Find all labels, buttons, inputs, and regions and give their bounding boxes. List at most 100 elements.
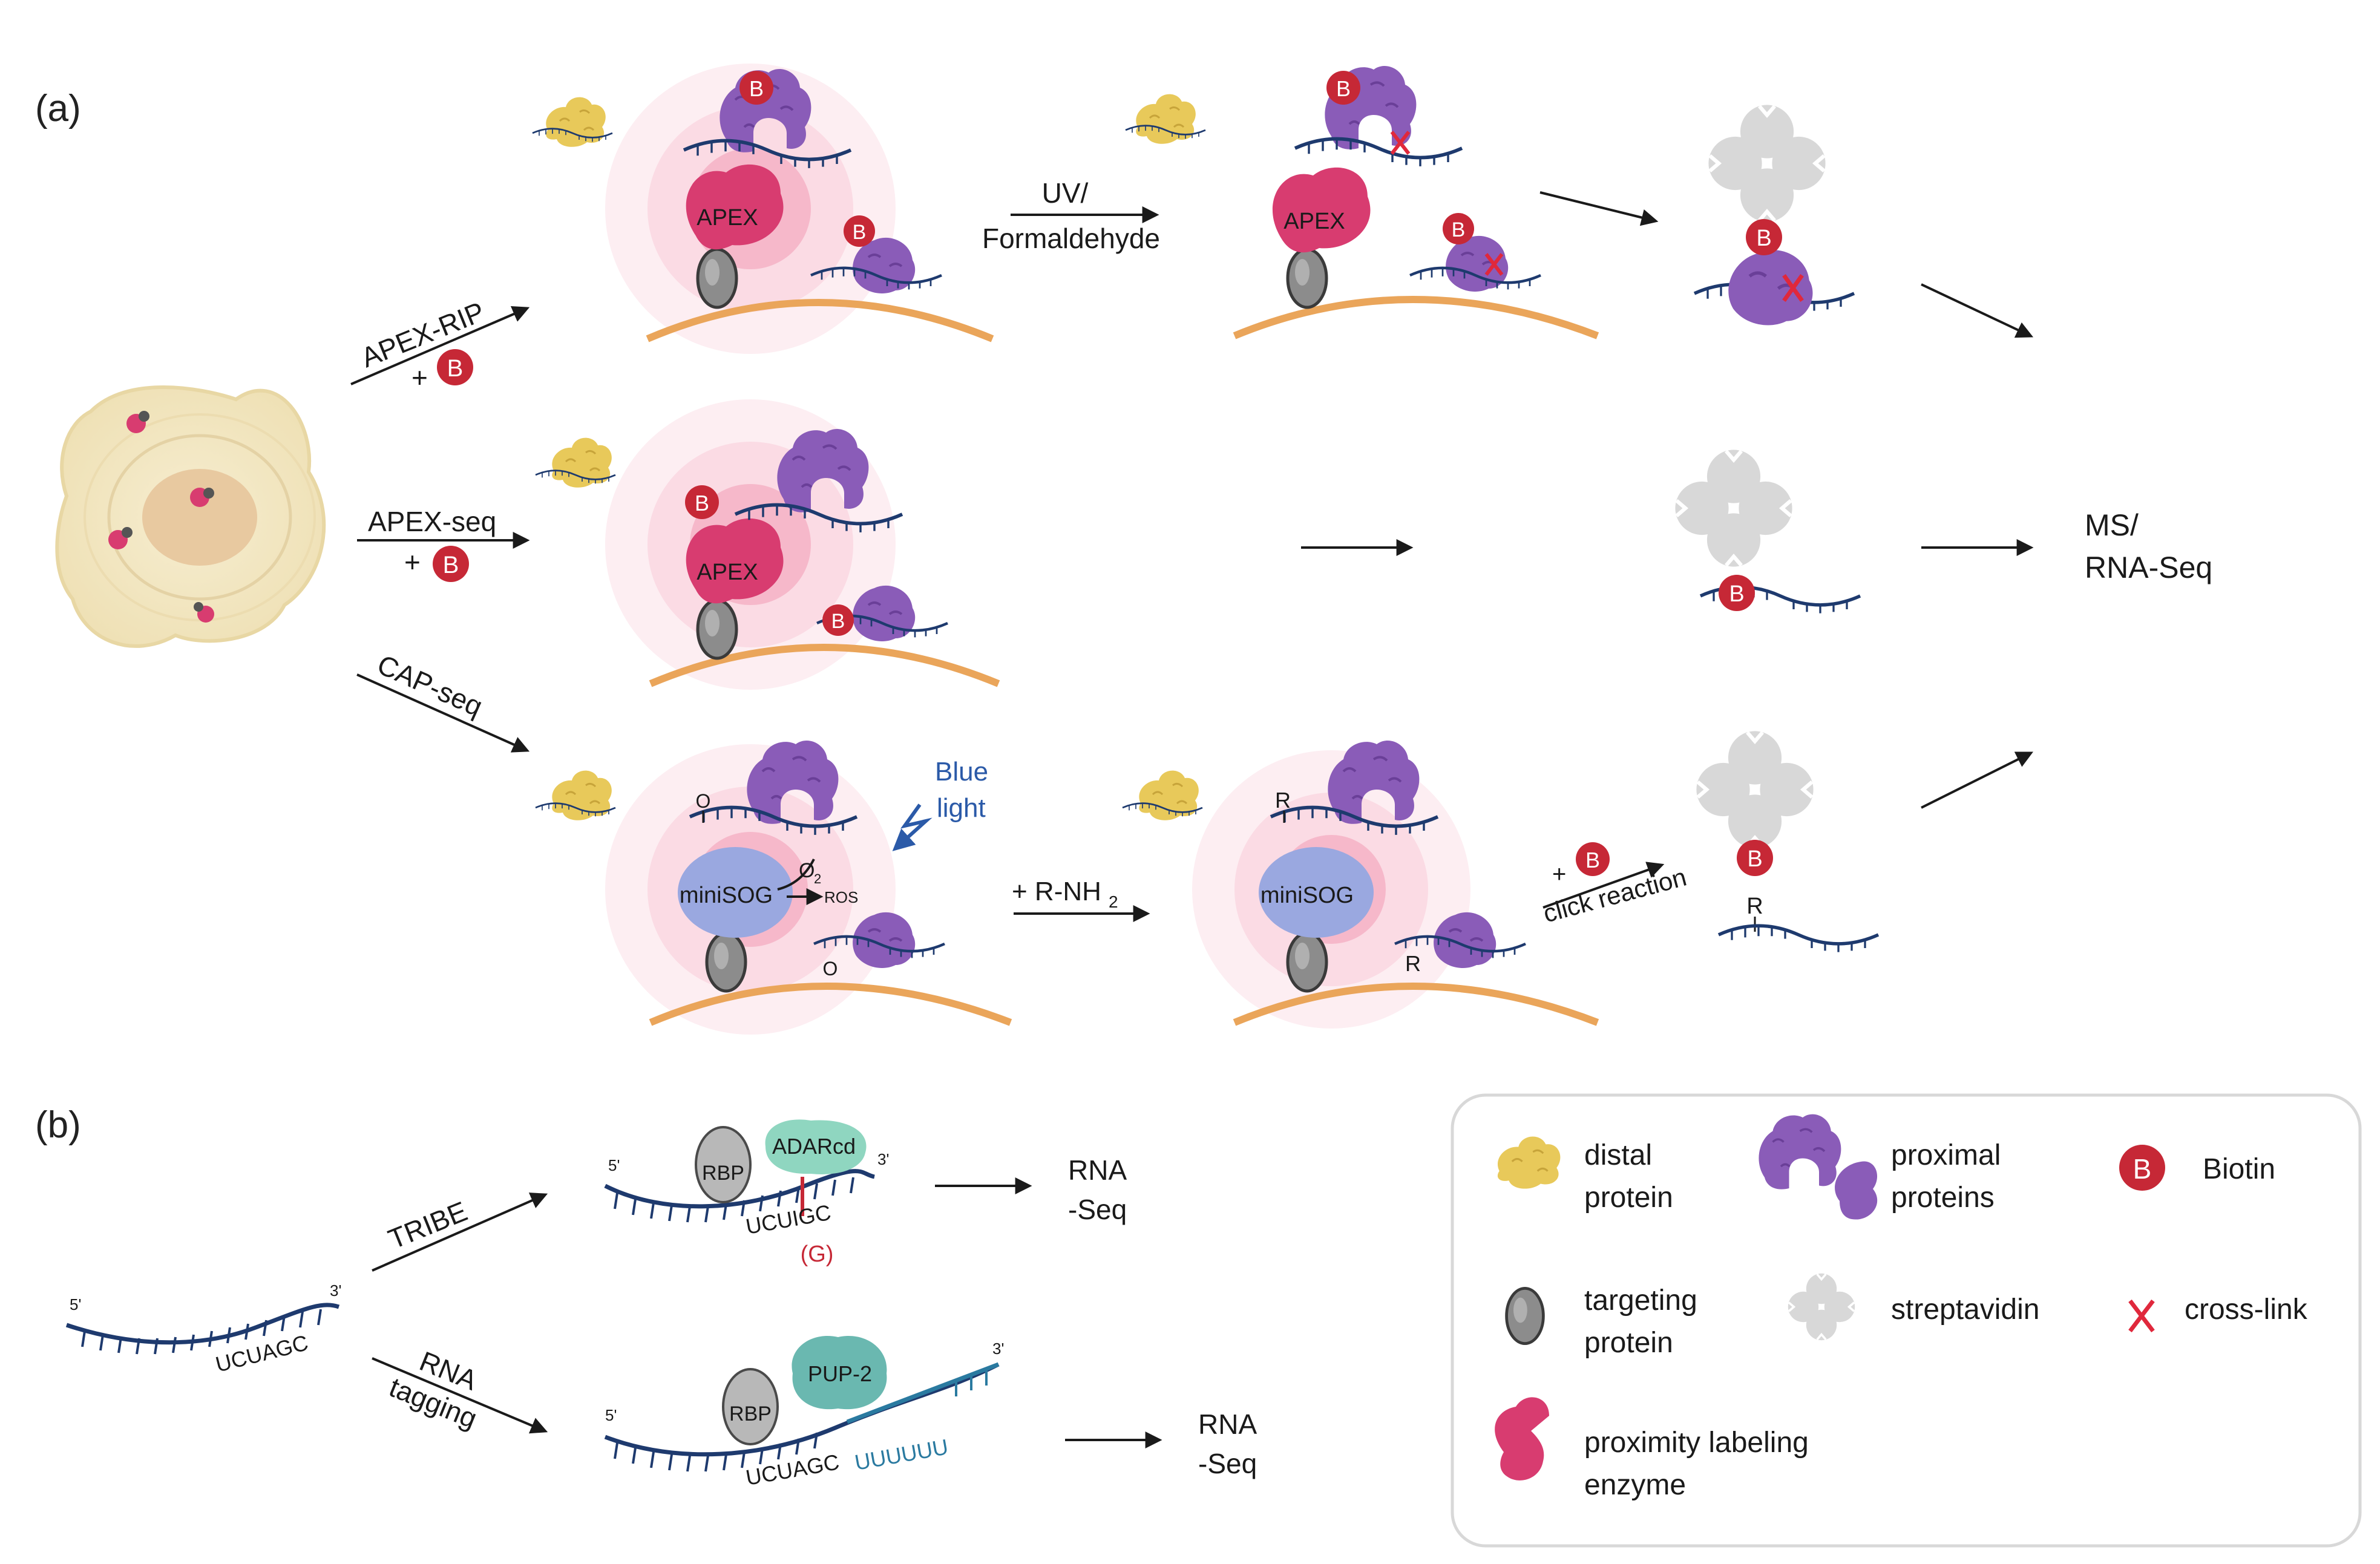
click-arrow (1542, 862, 1665, 909)
input-rna-5prime: 5' (70, 1295, 81, 1314)
cell-illustration (55, 385, 326, 648)
svg-text:O: O (823, 958, 838, 980)
apex-seq-label: APEX-seq (368, 506, 496, 537)
svg-text:B: B (1585, 848, 1600, 872)
svg-text:B: B (1729, 581, 1744, 607)
legend-targeting-line2: protein (1584, 1327, 1673, 1359)
legend-cross-link-icon (2128, 1299, 2155, 1333)
r-nh2-sub: 2 (1109, 892, 1118, 911)
uv-label-1: UV/ (1042, 177, 1089, 209)
svg-text:B: B (447, 355, 464, 382)
cap-seq-label: CAP-seq (373, 649, 487, 722)
panel-b-label: (b) (35, 1104, 81, 1146)
to-output-arrow-3 (1921, 751, 2034, 809)
cap-seq-pulldown: B R (1696, 731, 1878, 952)
svg-text:APEX: APEX (697, 205, 758, 231)
svg-text:B: B (1747, 846, 1762, 872)
legend-enzyme-icon (1495, 1397, 1549, 1481)
rna-tagging-construct (604, 1336, 1000, 1472)
legend-proximal-proteins-icon (1757, 1113, 1878, 1220)
cap-seq-arrow (356, 673, 530, 753)
svg-text:B: B (831, 610, 845, 633)
tribe-construct (604, 1119, 875, 1223)
tagging-pup2: PUP-2 (808, 1361, 872, 1386)
legend-cross-link: cross-link (2185, 1294, 2308, 1326)
legend-enzyme-line1: proximity labeling (1584, 1427, 1809, 1459)
svg-text:B: B (853, 221, 867, 244)
blue-light-line1: Blue (935, 757, 988, 787)
o2-sub: 2 (814, 871, 821, 886)
tribe-5prime: 5' (608, 1156, 620, 1174)
apex-rip-pulldown: B (1694, 105, 1854, 325)
svg-text:miniSOG: miniSOG (1260, 883, 1354, 908)
apex-rip-plus: + (411, 362, 428, 393)
svg-text:R: R (1405, 951, 1421, 976)
legend-distal-line2: protein (1584, 1182, 1673, 1214)
apex-rip-labeling-scene: APEX B B (531, 64, 994, 354)
legend-streptavidin: streptavidin (1891, 1294, 2039, 1326)
r-nh2-label: + R-NH (1012, 877, 1101, 906)
click-plus: + (1552, 861, 1566, 888)
legend-biotin-icon: B (2119, 1145, 2165, 1191)
output-ms-line1: MS/ (2085, 508, 2139, 542)
uv-label-2: Formaldehyde (982, 223, 1160, 254)
legend-distal-line1: distal (1584, 1139, 1652, 1171)
svg-text:B: B (695, 491, 709, 515)
tagging-rbp: RBP (729, 1402, 772, 1425)
tagging-5prime: 5' (605, 1406, 617, 1424)
svg-text:B: B (443, 552, 459, 578)
tribe-rbp: RBP (702, 1162, 744, 1185)
tagging-3prime: 3' (992, 1340, 1004, 1358)
tagging-output-line2: -Seq (1198, 1448, 1257, 1479)
legend-targeting-protein-icon (1507, 1288, 1544, 1343)
svg-text:R: R (1275, 788, 1291, 813)
biotin-badge: B (1576, 842, 1610, 876)
tagging-output-line1: RNA (1198, 1409, 1257, 1440)
svg-text:O: O (696, 790, 711, 812)
input-rna (65, 1303, 340, 1355)
apex-seq-pulldown: B (1675, 450, 1860, 613)
svg-text:APEX: APEX (697, 560, 758, 585)
svg-text:B: B (2133, 1153, 2152, 1185)
to-pulldown-arrow-1 (1539, 191, 1659, 226)
tribe-edit-base: (G) (801, 1242, 834, 1267)
panel-a-label: (a) (35, 88, 81, 129)
to-output-arrow-1 (1921, 283, 2034, 338)
input-rna-3prime: 3' (330, 1281, 341, 1300)
tribe-output-line1: RNA (1068, 1154, 1127, 1186)
tribe-3prime: 3' (877, 1150, 889, 1168)
svg-text:B: B (1452, 218, 1466, 241)
legend-targeting-line1: targeting (1584, 1284, 1697, 1317)
legend-proximal-line1: proximal (1891, 1139, 2001, 1171)
legend-biotin: Biotin (2203, 1153, 2275, 1185)
biotin-badge: B (433, 546, 469, 582)
legend-proximal-line2: proteins (1891, 1182, 1995, 1214)
rna-tagging-arrow (372, 1357, 548, 1434)
svg-text:B: B (749, 76, 764, 101)
crosslinked-scene: APEX B B (1124, 65, 1599, 339)
o2-label: O (799, 859, 815, 882)
svg-text:APEX: APEX (1283, 209, 1345, 234)
legend-enzyme-line2: enzyme (1584, 1469, 1686, 1501)
cap-seq-labeling-scene: miniSOG O O (534, 739, 1012, 1035)
apex-seq-labeling-scene: APEX B B (534, 399, 1000, 690)
amine-labeled-scene: miniSOG R R (1121, 739, 1599, 1029)
svg-text:R: R (1746, 894, 1763, 919)
apex-rip-arrow (350, 306, 530, 385)
svg-text:miniSOG: miniSOG (680, 883, 773, 908)
ros-label: ROS (824, 888, 858, 906)
tagging-tail: UUUUUU (853, 1434, 950, 1474)
svg-text:B: B (1336, 76, 1351, 101)
output-ms-line2: RNA-Seq (2085, 551, 2212, 584)
tribe-adarcd: ADARcd (772, 1134, 856, 1159)
tribe-motif: UCUIGC (744, 1200, 833, 1239)
tribe-output-line2: -Seq (1068, 1194, 1127, 1225)
tribe-arrow (372, 1193, 548, 1272)
blue-light-icon (892, 803, 933, 851)
svg-text:B: B (1756, 226, 1771, 251)
blue-light-line2: light (937, 793, 986, 823)
apex-seq-plus: + (404, 546, 421, 578)
tagging-motif: UCUAGC (744, 1449, 841, 1490)
biotin-badge: B (437, 349, 473, 385)
